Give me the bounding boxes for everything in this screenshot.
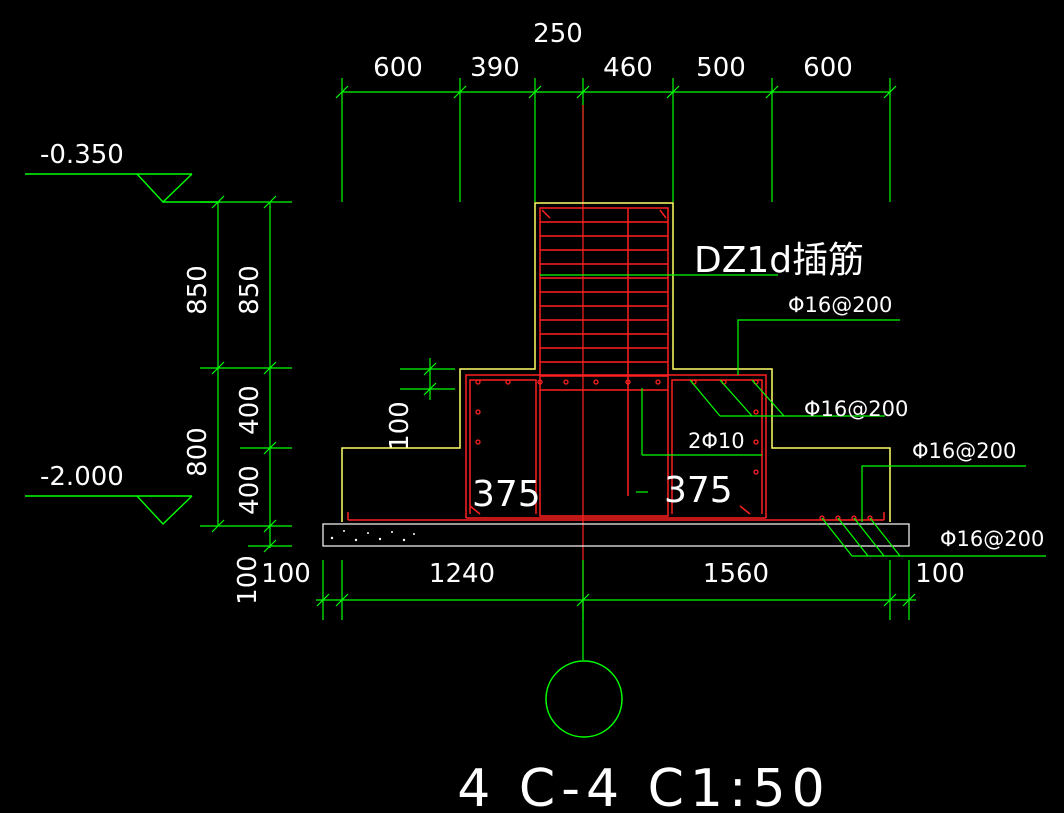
left-dim-850-inner: 850 [235, 265, 265, 315]
left-dim-100-pad: 100 [233, 555, 263, 605]
top-dim-500: 500 [696, 53, 746, 83]
level-marker-top [25, 173, 220, 203]
rebar-label-4: Φ16@200 [940, 527, 1044, 551]
bottom-dim-100-left: 100 [261, 559, 311, 589]
leader-lines [540, 274, 1046, 557]
rebar-label-1: Φ16@200 [788, 293, 892, 317]
concrete-outline [322, 202, 910, 547]
level-label-bottom: -2.000 [40, 462, 124, 492]
top-dim-390: 390 [470, 53, 520, 83]
left-dimension-group [200, 195, 455, 553]
pad-dim-375-left: 375 [472, 474, 541, 515]
blinding-hatch [330, 530, 415, 542]
top-dim-600-left: 600 [373, 53, 423, 83]
section-title: 4 C-4 C1:50 [457, 759, 830, 813]
pad-dim-375-right: 375 [664, 470, 733, 511]
level-marker-bottom [25, 495, 193, 525]
top-dim-460: 460 [603, 53, 653, 83]
rebar-label-2: Φ16@200 [804, 397, 908, 421]
rebar-cage [347, 207, 885, 521]
left-dim-850-outer: 850 [183, 265, 213, 315]
rebar-label-3: Φ16@200 [912, 439, 1016, 463]
left-dim-800-outer: 800 [183, 427, 213, 477]
left-dim-400-lower: 400 [235, 465, 265, 515]
bottom-dimension-group [316, 560, 916, 620]
bottom-dim-1560: 1560 [703, 559, 769, 589]
rebar-dots [475, 379, 873, 521]
left-dim-400-upper: 400 [235, 385, 265, 435]
top-dim-250: 250 [533, 19, 583, 49]
axis-bubble [545, 660, 623, 738]
top-dimension-group [335, 78, 897, 202]
stirrup-label: 2Φ10 [688, 429, 745, 453]
step-dim-100: 100 [385, 401, 415, 451]
bottom-dim-100-right: 100 [915, 559, 965, 589]
level-label-top: -0.350 [40, 140, 124, 170]
dz1d-label: DZ1d插筋 [694, 240, 864, 281]
top-dim-600-right: 600 [803, 53, 853, 83]
bottom-dim-1240: 1240 [429, 559, 495, 589]
